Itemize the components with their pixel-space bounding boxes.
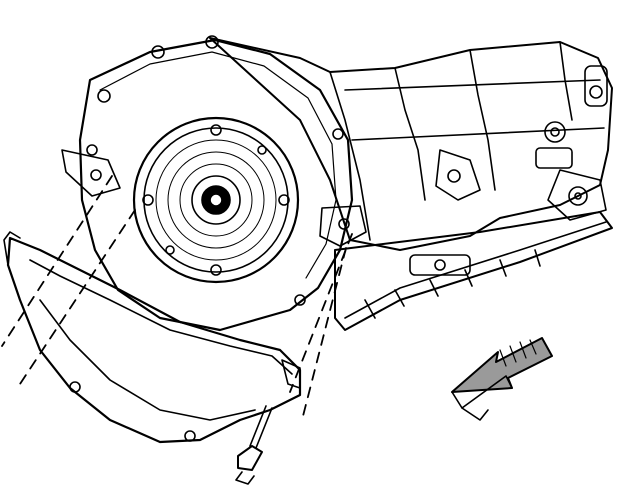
converter-cover — [3, 231, 302, 444]
cover-bolt — [235, 405, 273, 485]
torque-converter — [132, 116, 300, 284]
bell-housing — [61, 35, 367, 332]
front-direction-arrow-icon — [451, 337, 553, 421]
transmission-case — [209, 37, 613, 251]
oil-pan — [334, 211, 613, 331]
alignment-lines — [1, 175, 353, 421]
